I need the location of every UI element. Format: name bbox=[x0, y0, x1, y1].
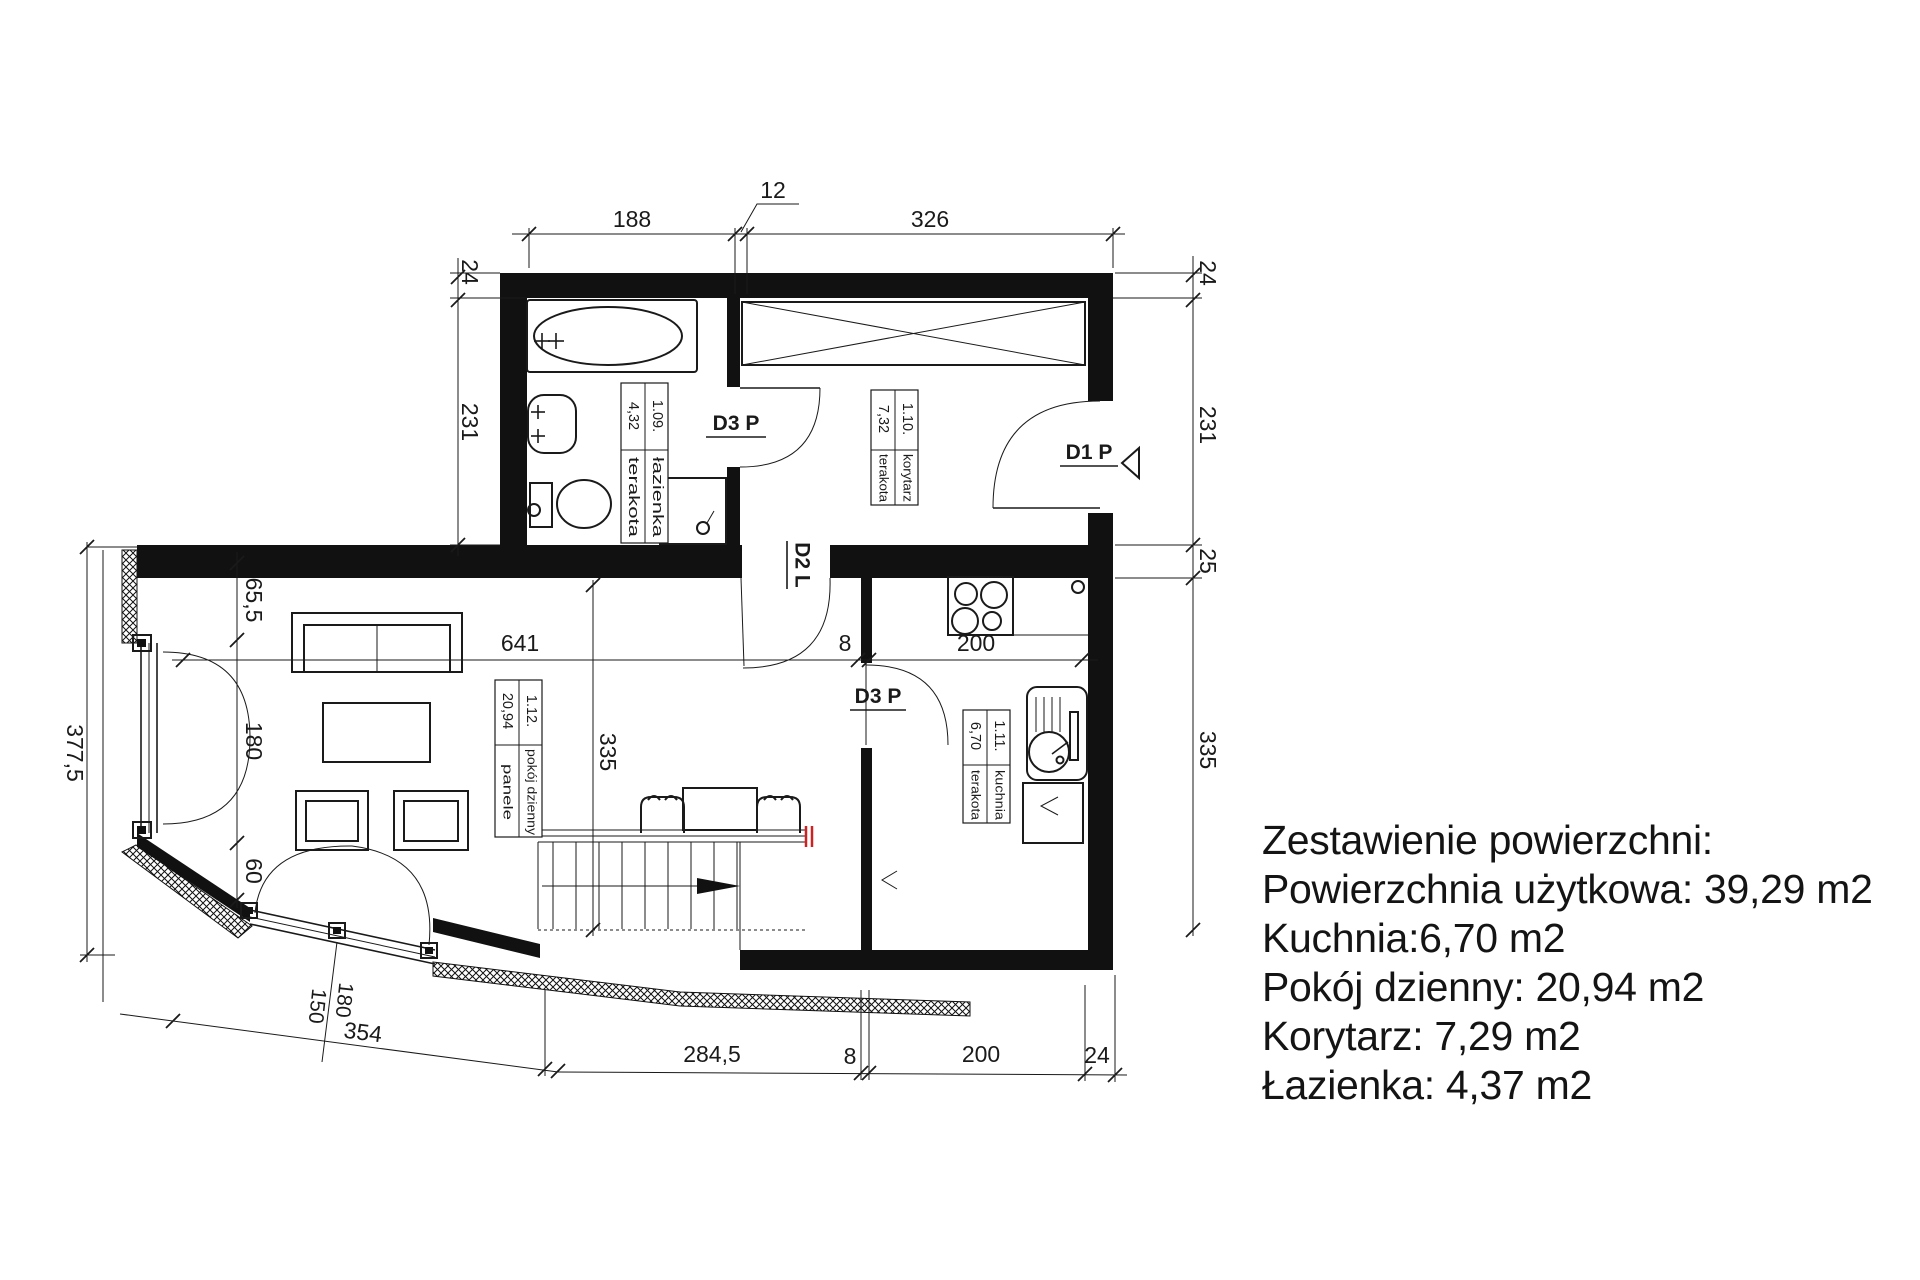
door-label-entrance: D1 P bbox=[1066, 441, 1113, 464]
room-label-bathroom: 1.09. łazienka 4,32 terakota bbox=[620, 382, 669, 544]
dim-chain-180: 180 bbox=[241, 722, 267, 760]
washbasin bbox=[527, 394, 577, 454]
dim-bottom-354: 354 bbox=[342, 1017, 383, 1048]
door-bathroom bbox=[739, 387, 821, 468]
sofa bbox=[291, 612, 463, 673]
dim-right-25: 25 bbox=[1195, 548, 1221, 574]
structure-lines bbox=[87, 546, 1088, 1002]
dim-door-150: 150 bbox=[304, 987, 331, 1024]
door-kitchen bbox=[865, 663, 949, 746]
dim-int-200: 200 bbox=[957, 630, 995, 656]
stairs bbox=[537, 826, 814, 929]
room-kitchen-floor: terakota bbox=[969, 770, 984, 821]
room-living-floor: panele bbox=[501, 764, 516, 820]
room-bathroom-area: 4,32 bbox=[625, 402, 641, 430]
washing-machine bbox=[659, 477, 727, 545]
toilet bbox=[527, 479, 612, 529]
room-bathroom-name: łazienka bbox=[649, 457, 665, 538]
room-bathroom-number: 1.09. bbox=[649, 400, 665, 432]
room-living-number: 1.12. bbox=[523, 695, 539, 727]
room-label-kitchen: 1.11. kuchnia 6,70 terakota bbox=[962, 709, 1011, 824]
bathtub bbox=[526, 299, 698, 373]
dim-outer-left-377-5: 377,5 bbox=[62, 724, 88, 782]
room-kitchen-area: 6,70 bbox=[967, 722, 983, 750]
dim-left-24: 24 bbox=[457, 259, 483, 285]
dim-right-24: 24 bbox=[1195, 260, 1221, 286]
room-kitchen-name: kuchnia bbox=[993, 770, 1008, 821]
gas-point bbox=[1071, 580, 1085, 594]
room-living-name: pokój dzienny bbox=[525, 749, 540, 836]
entrance-arrow-icon bbox=[1120, 445, 1140, 481]
dim-bottom-24: 24 bbox=[1084, 1042, 1110, 1068]
room-corridor-name: korytarz bbox=[901, 454, 916, 502]
room-living-area: 20,94 bbox=[499, 693, 515, 729]
fridge bbox=[1022, 782, 1084, 844]
summary-bathroom: Łazienka: 4,37 m2 bbox=[1262, 1062, 1592, 1108]
stove bbox=[947, 576, 1014, 636]
room-corridor-floor: terakota bbox=[877, 454, 892, 503]
wardrobe bbox=[741, 301, 1086, 366]
coffee-table bbox=[322, 702, 431, 763]
room-label-corridor: 1.10. korytarz 7,32 terakota bbox=[870, 389, 919, 506]
armchair-1 bbox=[295, 790, 369, 851]
room-kitchen-number: 1.11. bbox=[991, 720, 1007, 751]
dim-left-231: 231 bbox=[457, 403, 483, 441]
dim-top-188: 188 bbox=[613, 206, 651, 232]
dim-right-335: 335 bbox=[1195, 731, 1221, 769]
dim-door-180: 180 bbox=[331, 981, 358, 1018]
door-label-living: D2 L bbox=[790, 542, 813, 588]
room-bathroom-floor: terakota bbox=[625, 457, 641, 538]
door-label-kitchen: D3 P bbox=[855, 685, 902, 708]
dim-chain-65-5: 65,5 bbox=[241, 578, 267, 623]
room-label-living: 1.12. pokój dzienny 20,94 panele bbox=[494, 679, 543, 838]
door-living bbox=[740, 577, 831, 669]
balcony-hatched-walls bbox=[121, 549, 971, 1017]
walls bbox=[137, 273, 1113, 970]
dim-bottom-8: 8 bbox=[844, 1043, 857, 1069]
dim-top-12: 12 bbox=[760, 177, 786, 203]
dim-chain-60: 60 bbox=[241, 858, 267, 884]
dim-bottom-200: 200 bbox=[962, 1041, 1000, 1067]
summary-corridor: Korytarz: 7,29 m2 bbox=[1262, 1013, 1581, 1059]
door-entrance bbox=[992, 400, 1101, 509]
dim-top-326: 326 bbox=[911, 206, 949, 232]
dim-int-8: 8 bbox=[839, 630, 852, 656]
summary-usable-area: Powierzchnia użytkowa: 39,29 m2 bbox=[1262, 866, 1873, 912]
dining-table bbox=[640, 787, 801, 833]
area-summary: Zestawienie powierzchni: Powierzchnia uż… bbox=[1262, 816, 1873, 1110]
kitchen-sink bbox=[1026, 686, 1088, 781]
dim-int-641: 641 bbox=[501, 630, 539, 656]
dim-right-231: 231 bbox=[1195, 406, 1221, 444]
balcony-french-door bbox=[132, 634, 251, 839]
room-corridor-area: 7,32 bbox=[875, 405, 891, 433]
dim-living-335: 335 bbox=[595, 733, 621, 771]
stairs-direction-arrow bbox=[697, 878, 740, 894]
dim-bottom-284-5: 284,5 bbox=[683, 1041, 741, 1067]
armchair-2 bbox=[393, 790, 469, 851]
terrace-double-door bbox=[240, 845, 438, 965]
summary-kitchen: Kuchnia:6,70 m2 bbox=[1262, 915, 1566, 961]
door-labels: D3 P D1 P D2 L D3 P bbox=[706, 412, 1140, 711]
summary-title: Zestawienie powierzchni: bbox=[1262, 817, 1713, 863]
radiator-mark bbox=[881, 870, 898, 890]
door-label-bathroom: D3 P bbox=[713, 412, 760, 435]
dimensions: 188 12 326 24 231 24 231 25 335 377,5 bbox=[62, 177, 1221, 1083]
summary-living-room: Pokój dzienny: 20,94 m2 bbox=[1262, 964, 1705, 1010]
room-corridor-number: 1.10. bbox=[899, 403, 915, 435]
